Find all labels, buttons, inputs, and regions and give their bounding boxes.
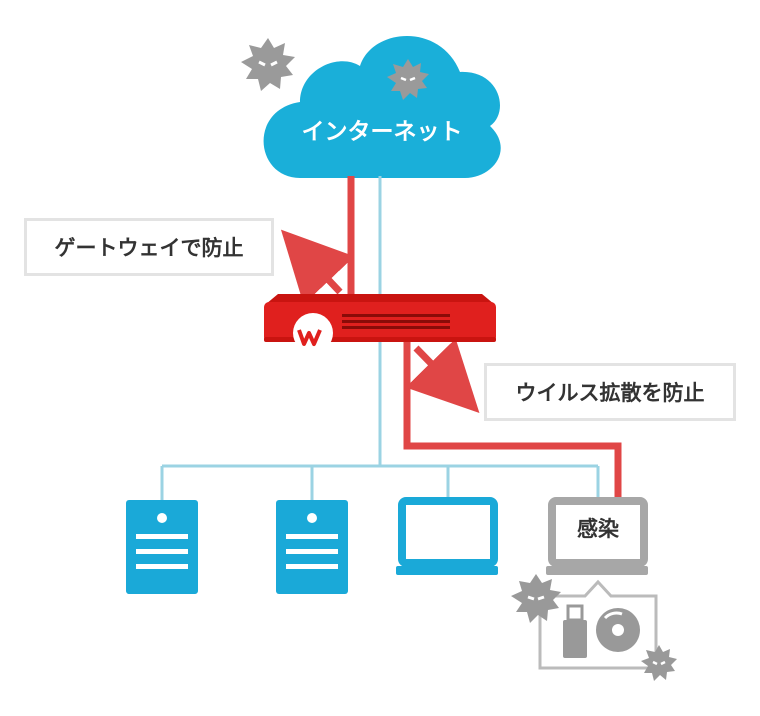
gateway-prevention-callout: ゲートウェイで防止 xyxy=(24,218,274,276)
virus-spread-prevention-callout: ウイルス拡散を防止 xyxy=(484,363,736,421)
firewall-appliance xyxy=(264,294,496,353)
malware-icon xyxy=(511,574,561,623)
lan-lines xyxy=(160,340,600,500)
cloud-label: インターネット xyxy=(301,119,463,145)
watchguard-logo-icon xyxy=(293,313,333,353)
malware-icon xyxy=(241,38,295,91)
virus-spread-prevention-text: ウイルス拡散を防止 xyxy=(515,381,705,405)
infected-label: 感染 xyxy=(577,517,619,541)
gateway-prevention-text: ゲートウェイで防止 xyxy=(54,236,244,260)
gateway-block-arrow xyxy=(280,229,355,305)
server-icon xyxy=(126,500,198,594)
disc-icon xyxy=(596,608,640,652)
malware-icon xyxy=(387,59,429,100)
infected-laptop-icon xyxy=(546,497,648,575)
usb-drive-icon xyxy=(563,604,587,658)
internet-cloud xyxy=(263,36,501,178)
laptop-icon xyxy=(396,497,498,575)
malware-icon xyxy=(641,645,677,681)
spread-block-arrow xyxy=(405,338,480,414)
server-icon xyxy=(276,500,348,594)
